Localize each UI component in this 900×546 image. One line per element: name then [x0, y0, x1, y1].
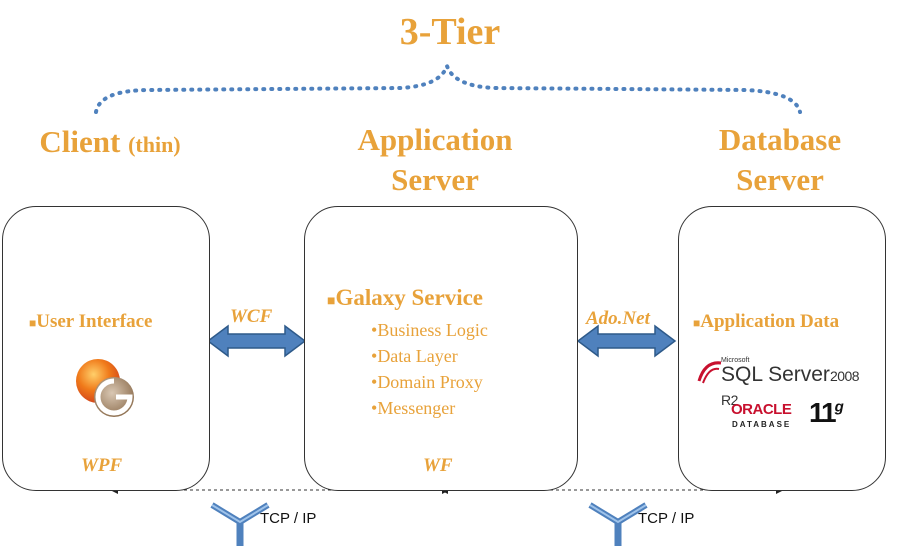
app-tech-label: WF — [423, 455, 453, 476]
diagram-title: 3-Tier — [399, 11, 501, 53]
brace-curve — [94, 59, 802, 114]
list-item: •Data Layer — [371, 346, 458, 366]
sql-server-icon — [697, 361, 722, 384]
wcf-label: WCF — [230, 306, 273, 327]
tcpip-label-right: TCP / IP — [638, 510, 695, 527]
tcpip-label-left: TCP / IP — [260, 510, 317, 527]
db-tier-box: ■Application Data Microsoft SQL Server20… — [678, 206, 886, 491]
app-item: ■Galaxy Service — [327, 285, 484, 310]
network-y-icon-right — [588, 502, 648, 546]
client-tier-box: ■User Interface WPF — [2, 206, 210, 491]
oracle-logo: ORACLE DATABASE 11g — [731, 397, 844, 429]
arrow-client-app — [206, 324, 307, 358]
client-item: ■User Interface — [29, 311, 153, 332]
arrow-app-db — [576, 324, 677, 358]
client-heading: Client (thin) — [39, 124, 181, 159]
list-item: •Business Logic — [371, 320, 488, 340]
list-item: •Domain Proxy — [371, 372, 483, 392]
app-sub-list: •Business Logic •Data Layer •Domain Prox… — [371, 317, 571, 421]
client-tech-label: WPF — [81, 455, 123, 476]
list-item: •Messenger — [371, 398, 456, 418]
app-server-heading: Application Server — [357, 122, 513, 197]
sql-server-logo: Microsoft SQL Server2008 R2 — [693, 355, 873, 408]
app-tier-box: ■Galaxy Service •Business Logic •Data La… — [304, 206, 578, 491]
db-item: ■Application Data — [693, 311, 840, 332]
wpf-logo-icon — [76, 359, 134, 417]
db-server-heading: Database Server — [718, 122, 842, 197]
adonet-label: Ado.Net — [586, 308, 650, 329]
network-y-icon-left — [210, 502, 270, 546]
